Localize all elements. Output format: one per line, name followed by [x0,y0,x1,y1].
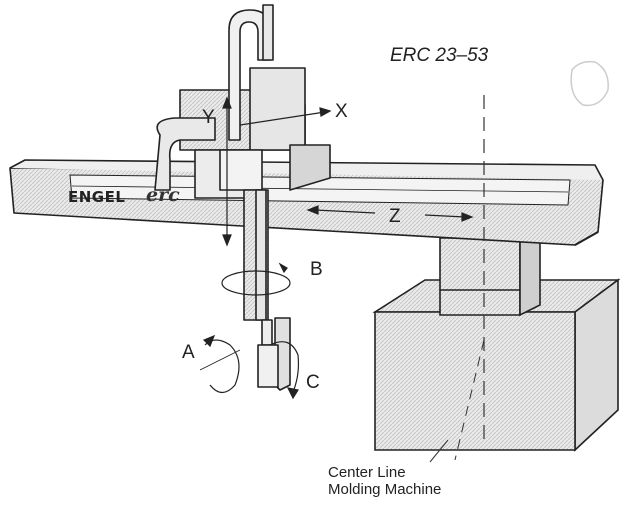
brand-name: ENGEL [68,188,126,206]
y-axis-arrow [222,96,232,247]
x-axis-arrow [239,107,332,126]
model-label: ERC 23–53 [390,45,489,66]
b-axis-label: B [310,259,323,280]
a-rotation-arrow [199,334,241,394]
z-axis-label: Z [389,206,401,227]
c-axis-label: C [306,372,320,393]
caption-leader [429,439,449,463]
molding-machine [372,278,621,452]
center-line-lower [454,339,485,461]
x-axis-label: X [335,101,348,122]
y-arm [228,4,291,391]
product-logo: erc [146,184,180,206]
corner-circle [570,60,609,107]
c-rotation-arrow [269,341,300,400]
caption-line-2: Molding Machine [328,481,442,498]
z-axis-arrow [306,205,474,222]
a-axis-label: A [182,342,195,363]
carriage [154,67,331,199]
b-rotation-arrow [221,262,291,296]
y-axis-label: Y [202,107,215,128]
caption-line-1: Center Line [328,464,406,481]
